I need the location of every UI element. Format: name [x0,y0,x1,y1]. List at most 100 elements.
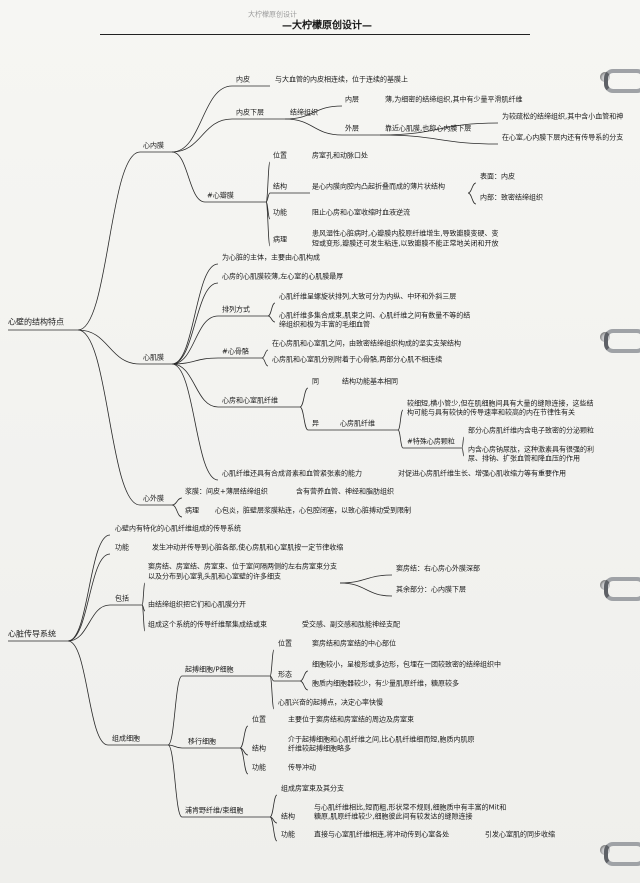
connector-branch [77,329,141,365]
connector-branch [261,357,269,367]
connector-branch [265,161,271,203]
node-epicardium: 心外膜 [143,494,164,503]
connector-branch [141,604,146,632]
connector-branch [379,122,499,136]
connector-branch [467,182,477,194]
arrangement-a: 心肌纤维呈螺旋状排列,大致可分为内纵、中环和外斜三层 [279,292,457,301]
connector-branch [269,649,275,677]
connector-branch [171,504,183,518]
myocardium-thickness: 心房的心肌膜较薄,左心室的心肌膜最厚 [222,272,344,281]
p-location-value: 窦房结和房室结的中心部位 [312,639,396,648]
connector-branch [239,747,249,775]
node-include: 包括 [115,594,129,603]
connector-branch [339,582,393,597]
connector-branch [171,282,219,365]
node-heart-valve: #心瓣膜 [207,191,234,200]
endothelium-desc: 与大血管的内皮相连续，位于连续的基膜上 [275,75,408,84]
t-structure-label: 结构 [252,744,266,753]
valve-structure-label: 结构 [273,182,287,191]
connector-branch [67,604,111,642]
pk-structure-label: 结构 [281,812,295,821]
connector-branch [171,263,219,365]
connector-branch [299,680,309,691]
valve-location-label: 位置 [273,151,287,160]
myocardium-main: 为心脏的主体，主要由心肌构成 [222,253,320,262]
connector-branch [265,201,271,247]
epicardium-pathology-label: 病理 [185,506,199,515]
node-myocardium: 心肌膜 [143,353,164,362]
outer-layer-desc: 靠近心肌膜,也称心内膜下层 [385,124,472,133]
valve-pathology-1: 患风湿性心脏病时,心瓣膜内胶原纤维增生,导致瓣膜变硬、变 [312,229,499,238]
connector-branch [267,315,276,323]
epicardium-pathology-value: 心包炎，脏壁层浆膜粘连，心包腔闭塞，以致心脏搏动受到限制 [215,506,411,515]
p-location-label: 位置 [278,639,292,648]
binder-ring [604,577,640,601]
skeleton-b: 心房肌和心室肌分别附着于心骨骼,两部分心肌不相连续 [272,355,443,364]
myocardium-endocrine: 心肌纤维还具有合成肾素和血管紧张素的能力 [222,469,362,478]
connector-branch [339,574,393,584]
connector-branch [167,744,183,749]
conduction-function-value: 发生冲动并传导到心脏各部,使心房肌和心室肌按一定节律收缩 [152,543,344,552]
p-role: 心肌兴奋的起搏点，决定心率快慢 [278,698,383,707]
pk-function-value: 直接与心室肌纤维相连,将冲动传到心室各处 [314,830,450,839]
node-arrangement: 排列方式 [222,305,250,314]
connector-branch [461,436,465,449]
page-title: —大柠檬原创设计— [282,20,372,32]
pk-structure-1: 与心肌纤维相比,短而粗,形状常不规则,细胞质中有丰富的Mit和 [314,803,507,812]
root-conduction-system: 心脏传导系统 [8,629,56,639]
connector-branch [467,192,477,205]
p-shape-1: 细胞较小，呈梭形或多边形，包埋在一团较致密的结缔组织中 [312,660,501,669]
connector-branch [269,816,278,842]
valve-pathology-2: 短或变形,瓣膜还可发生粘连,以致瓣膜不能正常地关闭和开放 [312,239,499,248]
include-rest: 其余部分：心内膜下层 [396,585,466,594]
node-subendothelial: 内皮下层 [236,108,264,117]
connector-branch [397,409,404,431]
atrial-fiber-d1: 较细短,横小管少,但在肌细胞间具有大量的缝隙连接，这些结 [407,399,594,408]
connector-branch [171,118,233,153]
t-structure-1: 介于起搏细胞和心肌纤维之间,比心肌纤维细而短,胞质内肌原 [288,735,475,744]
p-shape-2: 胞质内细胞器较少，有少量肌原纤维，糖原较多 [312,679,459,688]
node-atrial-granules: #特殊心房颗粒 [407,437,455,446]
connector-branch [397,429,404,449]
connector-branch [261,349,269,359]
connector-branch [67,534,111,642]
t-structure-2: 纤维较起搏细胞略多 [288,744,351,753]
t-function-label: 功能 [252,763,266,772]
connector-branch [171,357,219,365]
valve-structure-value: 是心内膜向腔内凸起折叠而成的薄片状结构 [312,182,445,191]
connector-branch [141,582,146,606]
fibers-diff-label: 异 [312,419,319,428]
connector-branch [171,363,219,481]
connector-branch [284,105,343,120]
fibers-same-value: 结构功能基本相同 [342,377,398,386]
node-pacemaker-cells: 起搏细胞/P细胞 [185,665,234,674]
connector-branch [265,192,271,203]
title-underline [100,34,530,35]
conduction-function-label: 功能 [115,543,129,552]
node-inner-layer: 内层 [345,95,359,104]
include-a2: 以及分布到心室乳头肌和心室壁的许多细支 [148,572,281,581]
binder-ring [604,329,640,353]
pk-result: 引发心室肌的同步收缩 [485,830,555,839]
arrangement-b2: 缔组织和极为丰富的毛细血管 [279,320,370,329]
root-wall-structure: 心壁的结构特点 [8,317,64,327]
valve-function-label: 功能 [273,208,287,217]
pk-function-label: 功能 [281,830,295,839]
connector-branch [171,315,219,365]
valve-surface: 表面：内皮 [480,172,515,181]
connector-branch [299,406,309,431]
granules-b2: 尿、排钠、扩张血管和降血压的作用 [468,454,580,463]
include-b: 由结缔组织把它们和心肌膜分开 [148,600,246,609]
t-location-label: 位置 [252,715,266,724]
faint-header-echo: 大柠檬原创设计 [248,10,297,19]
pk-structure-2: 糖原,肌原纤维较少,细胞彼此间有较发达的缝隙连接 [314,812,473,821]
connector-branch [269,794,278,818]
connector-branch [267,302,276,317]
connector-branch [171,151,206,203]
include-c2: 受交感、副交感和肽能神经支配 [302,620,400,629]
connector-branch [77,151,141,331]
p-shape-label: 形态 [278,670,292,679]
node-transitional-cells: 移行细胞 [188,737,216,746]
connector-branch [77,329,141,506]
